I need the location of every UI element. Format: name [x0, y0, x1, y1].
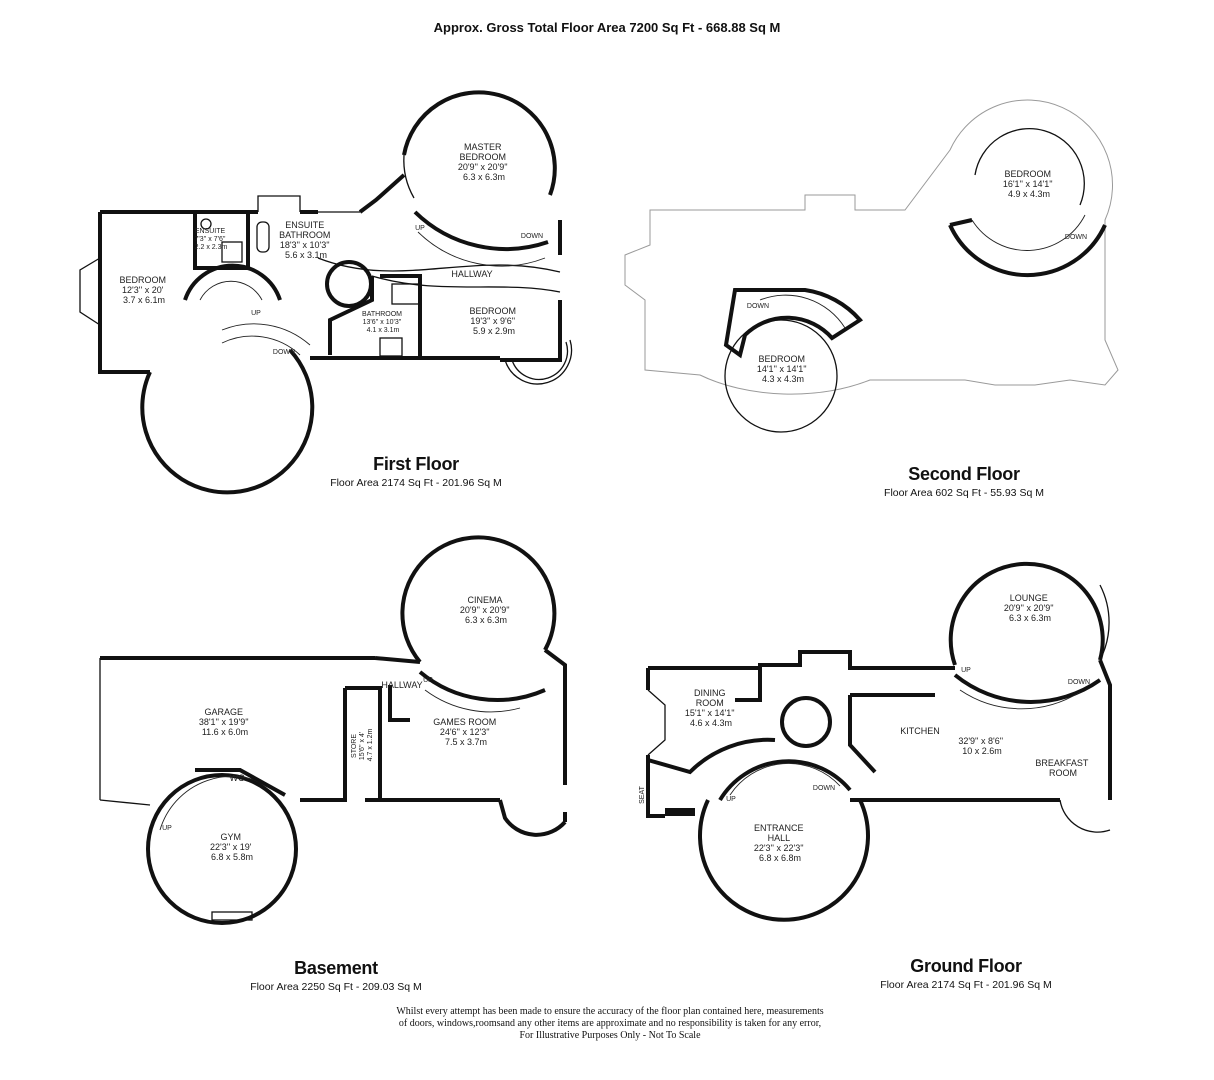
bedroom-west-label: BEDROOM 12'3'' x 20' 3.7 x 6.1m: [119, 275, 168, 305]
stair-up-label: UP: [423, 677, 433, 684]
first-floor-area: Floor Area 2174 Sq Ft - 201.96 Sq M: [330, 477, 502, 489]
kitchen-label: KITCHEN: [900, 726, 940, 736]
garage-label: GARAGE 38'1'' x 19'9'' 11.6 x 6.0m: [199, 707, 251, 737]
ensuite-label: ENSUITE 7'3'' x 7'6'' 2.2 x 2.3m: [195, 228, 228, 251]
stair-down-label: DOWN: [1065, 234, 1087, 241]
second-floor-plan: BEDROOM 16'1'' x 14'1'' 4.9 x 4.3m BEDRO…: [624, 99, 1119, 433]
stair-down-label: DOWN: [813, 785, 835, 792]
stair-down-label: DOWN: [747, 303, 769, 310]
disclaimer: Whilst every attempt has been made to en…: [360, 1006, 860, 1042]
second-bedroom-west-label: BEDROOM 14'1'' x 14'1'' 4.3 x 4.3m: [757, 354, 809, 384]
second-bedroom-east-label: BEDROOM 16'1'' x 14'1'' 4.9 x 4.3m: [1003, 169, 1055, 199]
gym-label: GYM 22'3'' x 19' 6.8 x 5.8m: [210, 832, 254, 862]
ground-floor-plan: LOUNGE 20'9'' x 20'9'' 6.3 x 6.3m DINING…: [639, 561, 1112, 922]
first-floor-plan: MASTER BEDROOM 20'9'' x 20'9'' 6.3 x 6.3…: [79, 90, 573, 495]
games-room-label: GAMES ROOM 24'6'' x 12'3'' 7.5 x 3.7m: [433, 717, 499, 747]
stair-down-label: DOWN: [273, 349, 295, 356]
disclaimer-line: Whilst every attempt has been made to en…: [396, 1006, 824, 1017]
entrance-hall-label: ENTRANCE HALL 22'3'' x 22'3'' 6.8 x 6.8m: [754, 823, 806, 863]
bathroom-label: BATHROOM 13'6'' x 10'3'' 4.1 x 3.1m: [362, 311, 404, 334]
hallway-label: HALLWAY: [451, 269, 492, 279]
stair-up-label: UP: [251, 310, 261, 317]
lounge-label: LOUNGE 20'9'' x 20'9'' 6.3 x 6.3m: [1004, 593, 1056, 623]
second-floor-title: Second Floor: [908, 464, 1020, 484]
stair-up-label: UP: [961, 667, 971, 674]
ground-floor-title: Ground Floor: [910, 956, 1022, 976]
stair-up-label: UP: [726, 796, 736, 803]
bedroom-east-label: BEDROOM 19'3'' x 9'6'' 5.9 x 2.9m: [469, 306, 518, 336]
master-bedroom-wall: [402, 90, 557, 196]
wc-label: WC: [230, 773, 245, 783]
stair-up-label: UP: [415, 225, 425, 232]
stair-down-label: DOWN: [1068, 679, 1090, 686]
dining-room-label: DINING ROOM 15'1'' x 14'1'' 4.6 x 4.3m: [685, 688, 737, 728]
basement-area: Floor Area 2250 Sq Ft - 209.03 Sq M: [250, 981, 422, 993]
second-floor-outline: [624, 99, 1119, 395]
total-floor-area-heading: Approx. Gross Total Floor Area 7200 Sq F…: [433, 20, 781, 35]
basement-title: Basement: [294, 958, 378, 978]
stair-down-label: DOWN: [521, 233, 543, 240]
seat-label: SEAT: [639, 785, 646, 803]
basement-plan: CINEMA 20'9'' x 20'9'' 6.3 x 6.3m HALLWA…: [99, 535, 567, 925]
ground-floor-area: Floor Area 2174 Sq Ft - 201.96 Sq M: [880, 979, 1052, 991]
disclaimer-line: For Illustrative Purposes Only - Not To …: [519, 1030, 701, 1041]
first-floor-title: First Floor: [373, 454, 459, 474]
store-label: STORE 15'6'' x 4' 4.7 x 1.2m: [351, 728, 374, 761]
stair-up-label: UP: [162, 825, 172, 832]
kitchen-dimensions: 32'9'' x 8'6'' 10 x 2.6m: [958, 736, 1005, 756]
basement-hallway-label: HALLWAY: [381, 680, 422, 690]
master-bedroom-label: MASTER BEDROOM 20'9'' x 20'9'' 6.3 x 6.3…: [458, 142, 510, 182]
disclaimer-line: of doors, windows,roomsand any other ite…: [398, 1018, 822, 1029]
cinema-label: CINEMA 20'9'' x 20'9'' 6.3 x 6.3m: [460, 595, 512, 625]
second-floor-area: Floor Area 602 Sq Ft - 55.93 Sq M: [884, 487, 1044, 499]
ensuite-bathroom-label: ENSUITE BATHROOM 18'3'' x 10'3'' 5.6 x 3…: [279, 220, 333, 260]
breakfast-room-label: BREAKFAST ROOM: [1035, 758, 1090, 778]
